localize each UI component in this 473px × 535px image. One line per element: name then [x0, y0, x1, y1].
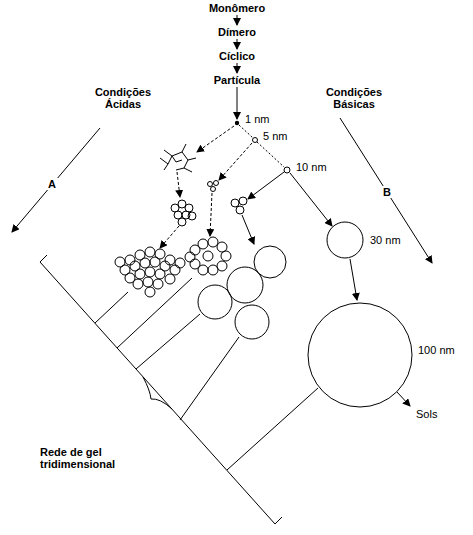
sols-label: Sols: [416, 408, 437, 420]
condition-label: Condições Ácidas: [92, 86, 154, 110]
path-letter: B: [381, 186, 393, 198]
size-label: 30 nm: [370, 234, 401, 246]
step-label: Monômero: [209, 2, 265, 14]
condition-label: Condições Básicas: [323, 86, 385, 110]
step-label: Partícula: [214, 74, 260, 86]
step-label: Dímero: [218, 26, 256, 38]
size-label: 10 nm: [296, 161, 327, 173]
size-label: 1 nm: [245, 113, 269, 125]
size-label: 5 nm: [263, 130, 287, 142]
gel-network-label: Rede de gel tridimensional: [40, 446, 140, 470]
size-label: 100 nm: [418, 344, 455, 356]
path-letter: A: [46, 178, 58, 190]
step-label: Cíclico: [219, 50, 255, 62]
